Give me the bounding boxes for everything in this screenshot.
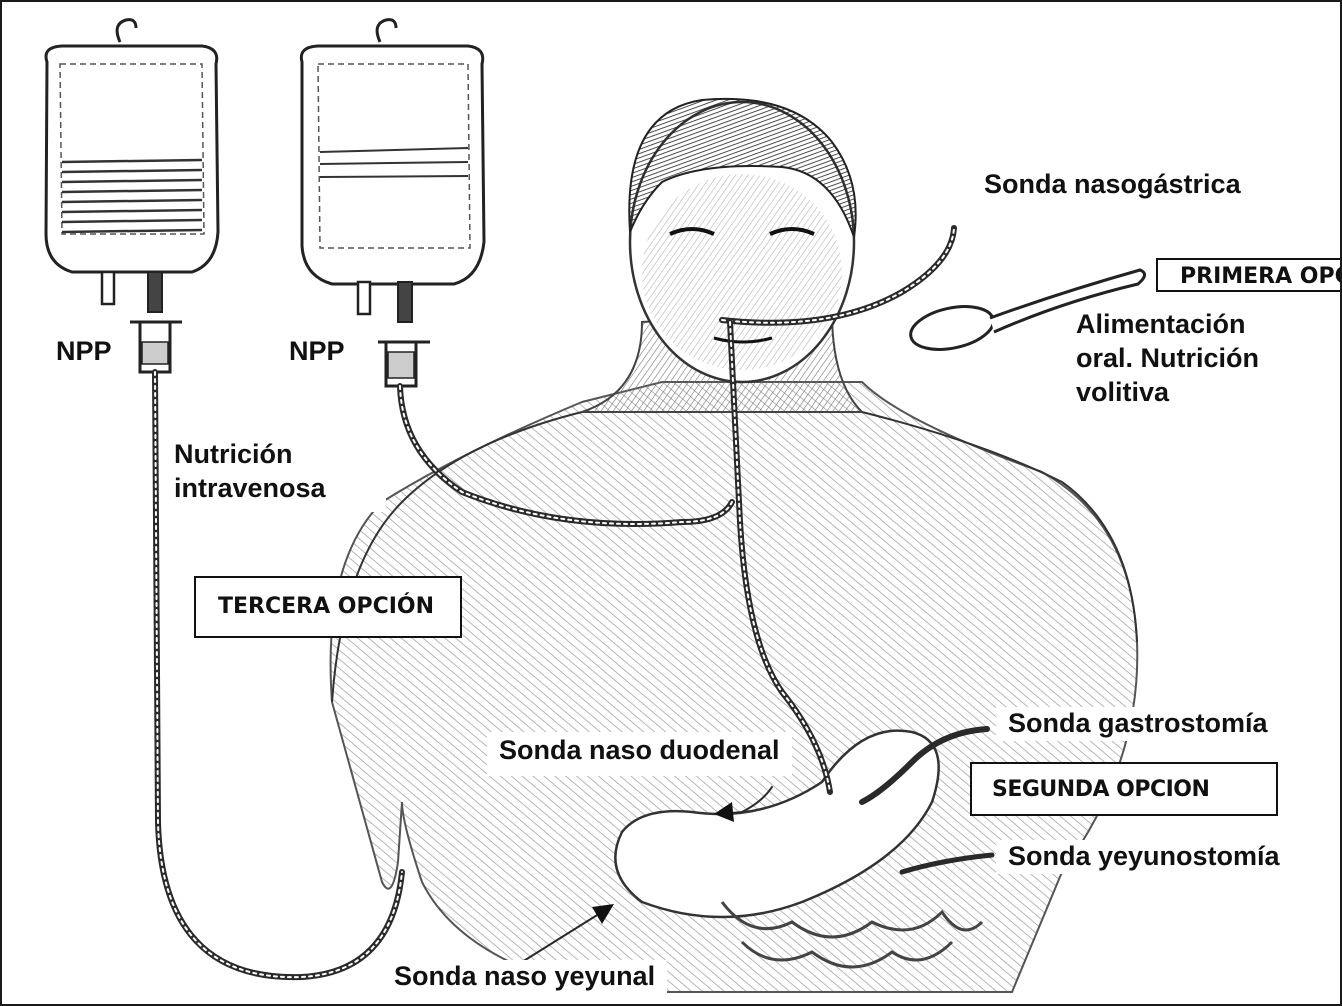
sonda-nasogastrica-label: Sonda nasogástrica [972,168,1251,202]
nutricion-iv-line2: intravenosa [174,472,326,506]
npp-left-label: NPP [52,335,116,369]
alimentacion-oral-label: Alimentación oral. Nutrición volitiva [1062,308,1273,409]
oral-line3: volitiva [1076,376,1259,410]
segunda-opcion-box: SEGUNDA OPCION [970,762,1278,816]
iv-bag-left [46,20,218,372]
nutricion-iv-line1: Nutrición [174,438,326,472]
npp-right-label: NPP [285,335,349,369]
nutricion-intravenosa-label: Nutrición intravenosa [160,434,386,512]
sonda-naso-duodenal-label: Sonda naso duodenal [487,732,792,776]
iv-bag-right [301,20,484,386]
tercera-opcion-box: TERCERA OPCIÓN [194,576,462,638]
primera-opcion-box: PRIMERA OPCIÓN [1156,258,1342,292]
oral-line1: Alimentación [1076,308,1259,342]
sonda-yeyunostomia-label: Sonda yeyunostomía [996,840,1292,874]
sonda-naso-yeyunal-label: Sonda naso yeyunal [382,960,667,994]
oral-line2: oral. Nutrición [1076,342,1259,376]
sonda-gastrostomia-label: Sonda gastrostomía [996,707,1280,741]
